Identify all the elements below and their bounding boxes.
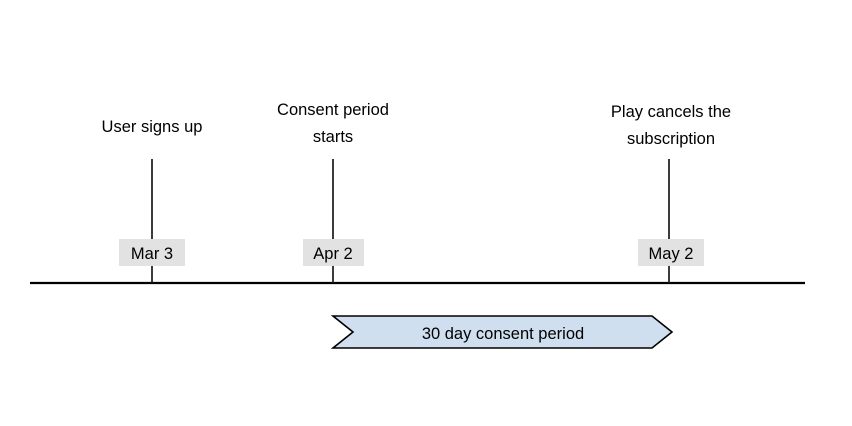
date-chip-label: Mar 3 [131,245,173,263]
milestone-label: User signs up [102,118,203,136]
consent-period-banner[interactable]: 30 day consent period [330,315,674,349]
milestone-user-signs-up[interactable]: User signs up Mar 3 [102,118,203,283]
date-chip-background [638,239,704,266]
milestone-consent-period-starts[interactable]: Consent period starts Apr 2 [277,101,389,283]
milestone-play-cancels-subscription[interactable]: Play cancels the subscription May 2 [611,103,731,283]
banner-chevron-shape [330,315,674,349]
milestone-label: Play cancels the [611,103,731,121]
milestone-label-line-two: starts [313,128,353,146]
milestone-label: Consent period [277,101,389,119]
date-chip-background [119,239,185,266]
banner-label: 30 day consent period [422,325,584,343]
milestone-label-line-two: subscription [627,130,715,148]
date-chip-label: Apr 2 [313,245,352,263]
date-chip-label: May 2 [649,245,694,263]
date-chip-background [303,239,364,266]
